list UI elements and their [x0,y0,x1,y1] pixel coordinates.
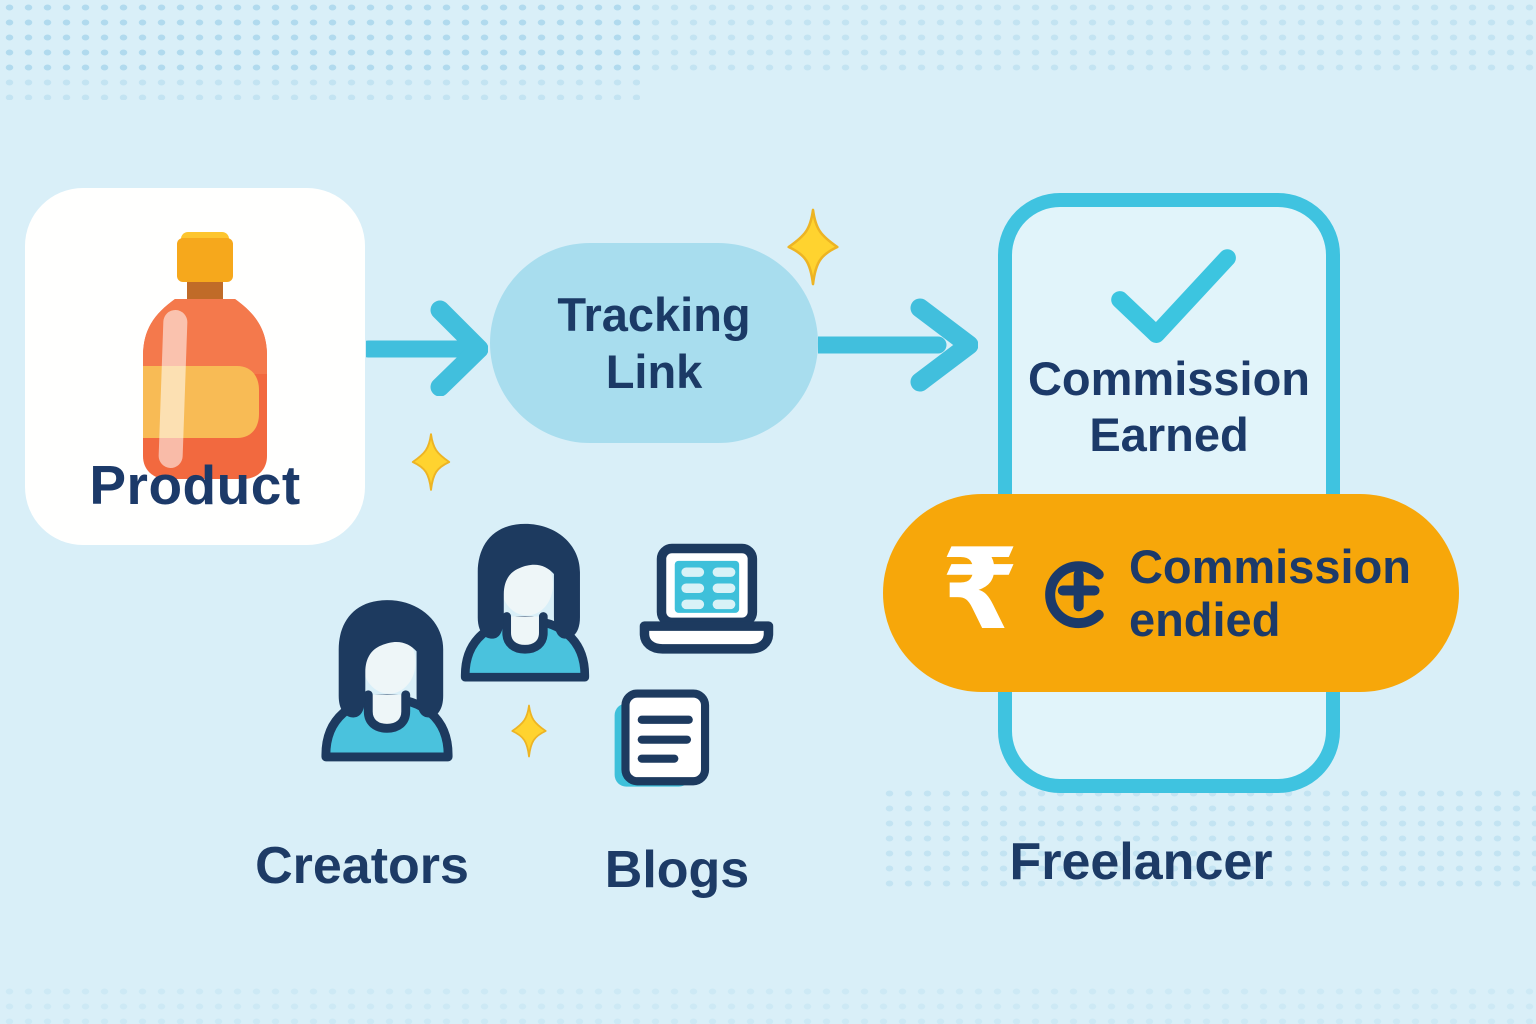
tracking-pill-line2: Link [605,345,703,398]
commission-earned-status: Commission Earned [1012,351,1326,464]
commission-pill-line1: Commission [1128,539,1411,593]
laptop-icon [639,543,774,654]
blog-document-icon [614,689,710,787]
phone-status-line2: Earned [1089,408,1249,462]
sparkle-icon [787,208,839,286]
commission-pill-line2: endied [1128,593,1281,646]
dot-texture [0,0,1536,78]
product-card: Product [25,188,365,545]
dot-texture [0,0,640,100]
rupee-icon: ₹ [941,525,1019,655]
tracking-pill-line1: Tracking [557,287,751,341]
phone-status-line1: Commission [1027,352,1311,405]
freelancer-label: Freelancer [1009,833,1273,891]
product-label: Product [89,454,301,516]
product-bottle-icon [143,232,267,479]
creator-person-icon [321,600,453,762]
dot-texture [0,984,1536,1024]
commission-pill: ₹ Commission endied [883,494,1459,692]
creators-label: Creators [255,837,469,895]
checkmark-icon [1111,249,1236,343]
tracking-link-pill: Tracking Link [490,243,818,443]
creator-person-icon [460,523,590,682]
phone-frame: Commission Earned [998,193,1340,793]
flow-arrow-icon [818,298,978,392]
sparkle-icon [511,704,547,758]
flow-arrow-icon [366,300,488,396]
refresh-plus-icon [1045,561,1104,629]
blogs-label: Blogs [604,841,750,899]
sparkle-icon [411,433,451,491]
commission-pill-text: Commission endied [1129,540,1411,646]
